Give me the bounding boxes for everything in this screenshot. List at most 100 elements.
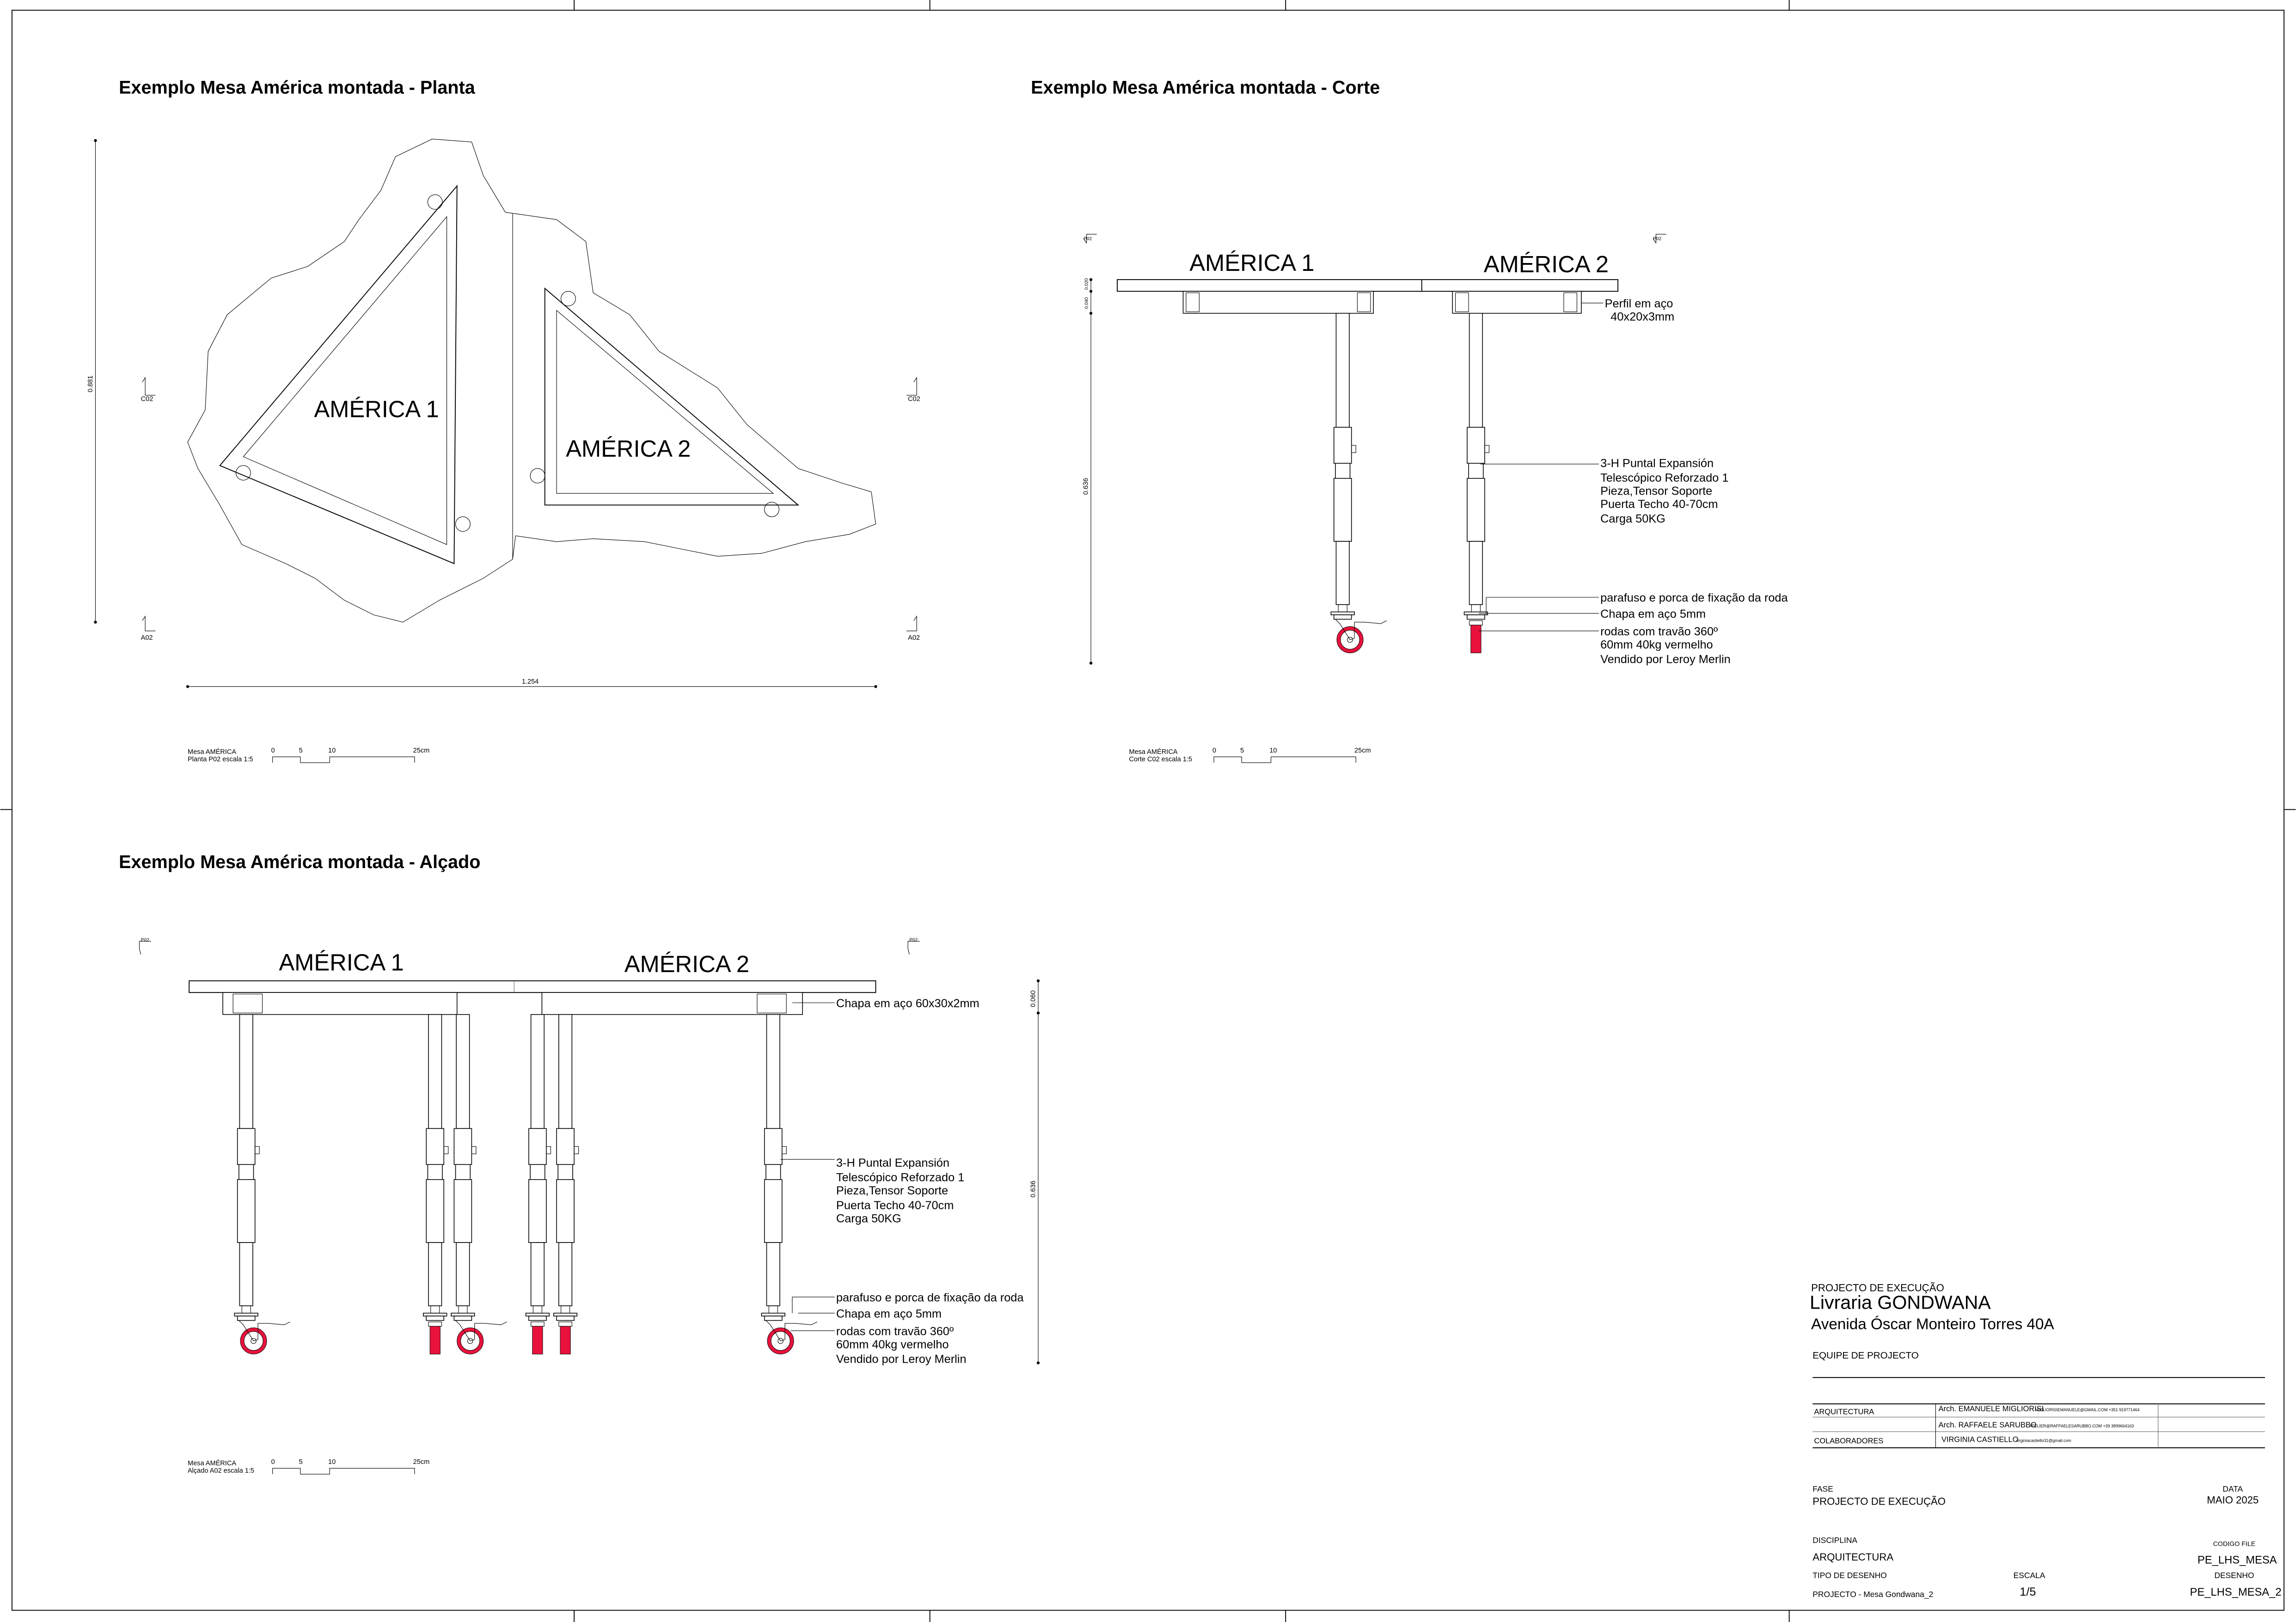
caster-wheel-icon xyxy=(558,1322,572,1354)
telescopic-leg xyxy=(234,1014,290,1354)
team-label: EQUIPE DE PROJECTO xyxy=(1812,1350,1918,1361)
elevation-view: Exemplo Mesa América montada - Alçado AM… xyxy=(119,852,1040,1365)
elevation-mark: A02 xyxy=(141,634,153,642)
callout-profile: 40x20x3mm xyxy=(1610,311,1674,324)
dim-height: 0.636 xyxy=(1083,478,1090,495)
data-value: MAIO 2025 xyxy=(2207,1494,2259,1506)
callout-line: 60mm 40kg vermelho xyxy=(1600,638,1713,651)
table-frame-2 xyxy=(544,287,800,506)
fase-label: FASE xyxy=(1812,1484,1833,1493)
phase-header: PROJECTO DE EXECUÇÃO xyxy=(1811,1282,1944,1293)
scale-tick-label: 0 xyxy=(1212,747,1216,754)
telescopic-leg xyxy=(451,1014,507,1354)
scale-subtitle: Corte C02 escala 1:5 xyxy=(1129,756,1192,763)
plan-label-america-1: AMÉRICA 1 xyxy=(314,396,439,422)
steel-plate xyxy=(234,1312,258,1316)
scale-bar xyxy=(272,1468,415,1475)
plan-mark: P02 xyxy=(909,937,918,943)
plan-dim-width: 1.254 xyxy=(522,678,539,686)
plan-view: Exemplo Mesa América montada - Planta AM… xyxy=(87,78,920,688)
section-label-america-1: AMÉRICA 1 xyxy=(1189,250,1314,276)
telescopic-leg xyxy=(761,1014,818,1354)
callout-wheel: rodas com travão 360º 60mm 40kg vermelho… xyxy=(1600,625,1731,666)
table-frame-1 xyxy=(219,184,458,564)
disciplina-label: DISCIPLINA xyxy=(1812,1536,1857,1545)
fase-value: PROJECTO DE EXECUÇÃO xyxy=(1812,1496,1946,1507)
team-member-name: Arch. EMANUELE MIGLIORISI xyxy=(1939,1405,2044,1413)
scale-bar xyxy=(1213,756,1356,763)
team-member-contact: ATELIER@RAFFAELESARUBBO.COM +39 38996641… xyxy=(2029,1424,2134,1428)
data-label: DATA xyxy=(2223,1484,2243,1493)
codigo-value: PE_LHS_MESA xyxy=(2198,1554,2277,1566)
scale-subtitle: Alçado A02 escala 1:5 xyxy=(188,1467,254,1475)
scale-tick-label: 10 xyxy=(328,1458,336,1466)
callout-strut: 3-H Puntal Expansión Telescópico Reforza… xyxy=(1600,457,1728,525)
team-role: ARQUITECTURA xyxy=(1814,1408,1874,1416)
tipo-value: PROJECTO - Mesa Gondwana_2 xyxy=(1812,1590,1933,1599)
project-address: Avenida Óscar Monteiro Torres 40A xyxy=(1811,1316,2054,1333)
plan-mark: P02 xyxy=(1653,236,1661,241)
steel-profile xyxy=(222,992,458,1015)
desenho-label: DESENHO xyxy=(2214,1571,2254,1580)
scale-title: Mesa AMÉRICA xyxy=(188,1459,236,1467)
scale-tick-label: 0 xyxy=(271,747,275,754)
steel-plate xyxy=(451,1312,475,1316)
scale-title: Mesa AMÉRICA xyxy=(1129,748,1177,756)
section-mark: C02 xyxy=(908,396,920,403)
callout-plate: Chapa em aço 5mm xyxy=(836,1307,942,1320)
caster-wheel-icon xyxy=(765,1320,818,1354)
steel-plate xyxy=(525,1312,550,1316)
scale-bar xyxy=(272,756,415,763)
scale-tick-label: 25cm xyxy=(413,1458,430,1466)
scale-tick-label: 0 xyxy=(271,1458,275,1466)
section-label-america-2: AMÉRICA 2 xyxy=(1484,251,1609,277)
tabletop-shape xyxy=(187,139,876,623)
plan-mark: P02 xyxy=(141,937,149,943)
escala-label: ESCALA xyxy=(2014,1571,2045,1580)
callout-strut: 3-H Puntal Expansión Telescópico Reforza… xyxy=(836,1157,964,1225)
steel-plate xyxy=(1330,612,1355,615)
callout-line: 3-H Puntal Expansión xyxy=(1600,457,1714,470)
callout-line: Telescópico Reforzado 1 xyxy=(1600,471,1728,484)
scale-title: Mesa AMÉRICA xyxy=(188,748,236,756)
callout-line: Pieza,Tensor Soporte xyxy=(1600,484,1712,497)
elevation-label-america-2: AMÉRICA 2 xyxy=(625,951,749,977)
leg-markers xyxy=(235,194,779,532)
elevation-label-america-1: AMÉRICA 1 xyxy=(279,949,404,976)
callout-line: Vendido por Leroy Merlin xyxy=(1600,653,1731,666)
callout-bolt: parafuso e porca de fixação da roda xyxy=(1600,592,1788,605)
team-member-contact: MIGLIORISIEMANUELE@GMAIL.COM +351 919771… xyxy=(2035,1408,2140,1412)
callout-line: Carga 50KG xyxy=(1600,513,1665,526)
elevation-mark: A02 xyxy=(908,634,920,642)
callout-line: rodas com travão 360º xyxy=(1600,625,1718,638)
disciplina-value: ARQUITECTURA xyxy=(1812,1551,1893,1563)
dim-top: 0.020 xyxy=(1084,278,1090,290)
callout-bolt: parafuso e porca de fixação da roda xyxy=(836,1291,1024,1304)
callout-wheel: rodas com travão 360º 60mm 40kg vermelho… xyxy=(836,1325,967,1365)
project-name: Livraria GONDWANA xyxy=(1810,1291,1991,1313)
caster-wheel-icon xyxy=(455,1320,507,1354)
callout-line: rodas com travão 360º xyxy=(836,1325,954,1338)
team-member-name: Arch. RAFFAELE SARUBBO xyxy=(1939,1421,2037,1429)
callout-line: 60mm 40kg vermelho xyxy=(836,1338,949,1351)
steel-profile xyxy=(1182,291,1374,314)
title-block: PROJECTO DE EXECUÇÃO Livraria GONDWANA A… xyxy=(1810,1282,2282,1599)
plan-label-america-2: AMÉRICA 2 xyxy=(566,435,691,462)
telescopic-leg xyxy=(423,1014,449,1354)
codigo-label: CODIGO FILE xyxy=(2213,1540,2255,1548)
telescopic-leg xyxy=(1463,312,1489,653)
elevation-title: Exemplo Mesa América montada - Alçado xyxy=(119,852,480,872)
callout-line: Carga 50KG xyxy=(836,1212,901,1225)
steel-profile xyxy=(541,992,803,1015)
steel-plate xyxy=(553,1312,578,1316)
callout-line: Puerta Techo 40-70cm xyxy=(836,1199,954,1212)
caster-wheel-icon xyxy=(1335,619,1387,653)
section-view: Exemplo Mesa América montada - Corte AMÉ… xyxy=(1031,78,1788,666)
plan-title: Exemplo Mesa América montada - Planta xyxy=(119,78,476,98)
telescopic-leg xyxy=(1330,312,1387,653)
